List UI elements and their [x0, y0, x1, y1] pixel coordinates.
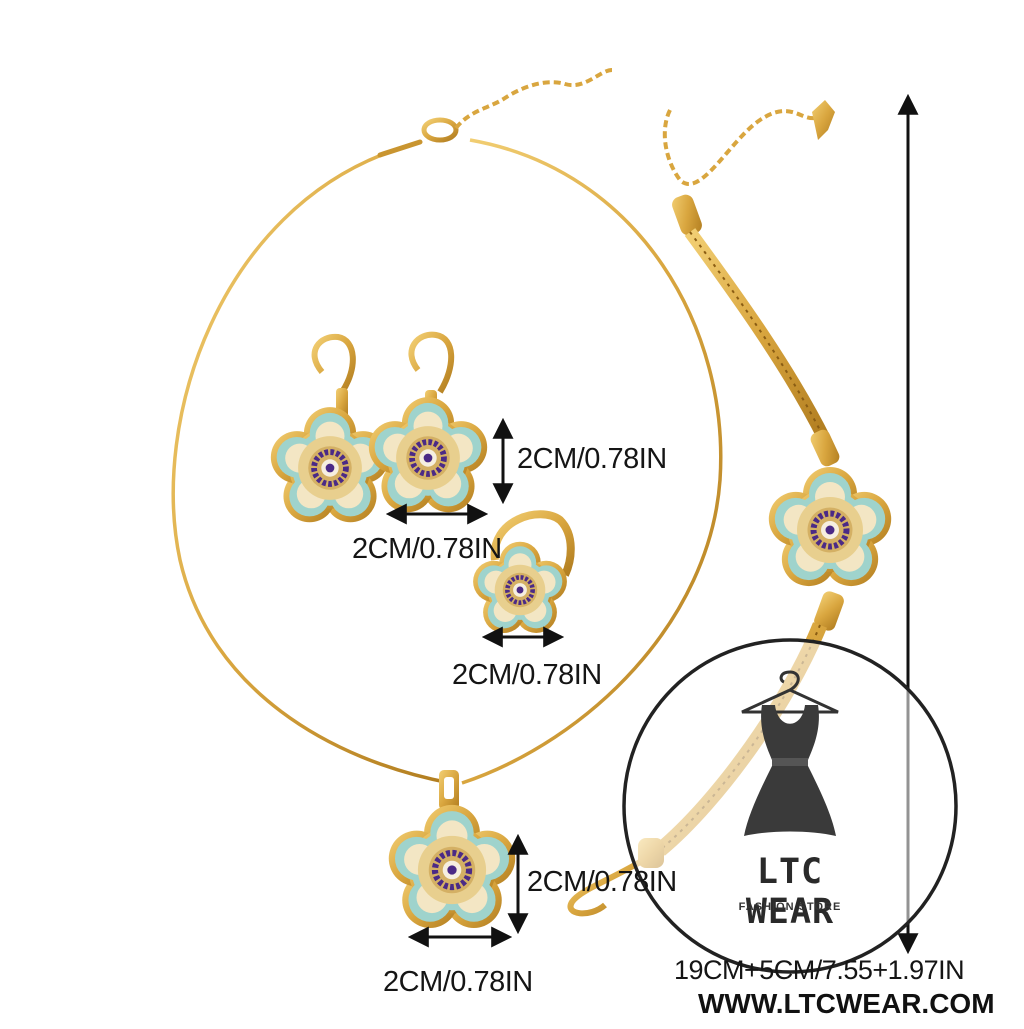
necklace — [171, 68, 723, 785]
logo-brand-text: LTC WEAR — [745, 852, 835, 932]
ltc-wear-logo — [622, 638, 958, 974]
pendant-height-label: 2CM/0.78IN — [527, 866, 677, 898]
logo-tagline: FASHION STORE — [738, 901, 842, 913]
bracelet-length-label: 19CM+5CM/7.55+1.97IN — [674, 955, 965, 985]
ring — [473, 510, 575, 633]
ring-width-label: 2CM/0.78IN — [452, 659, 602, 691]
earring-width-label: 2CM/0.78IN — [352, 533, 502, 565]
pendant-width-label: 2CM/0.78IN — [383, 966, 533, 998]
earring-height-label: 2CM/0.78IN — [517, 443, 667, 475]
earring-left — [271, 333, 389, 522]
dress-icon — [744, 705, 836, 836]
website-url: WWW.LTCWEAR.COM — [698, 988, 995, 1019]
earring-right — [369, 331, 487, 513]
pendant — [389, 770, 515, 928]
hanger-icon — [741, 670, 839, 714]
